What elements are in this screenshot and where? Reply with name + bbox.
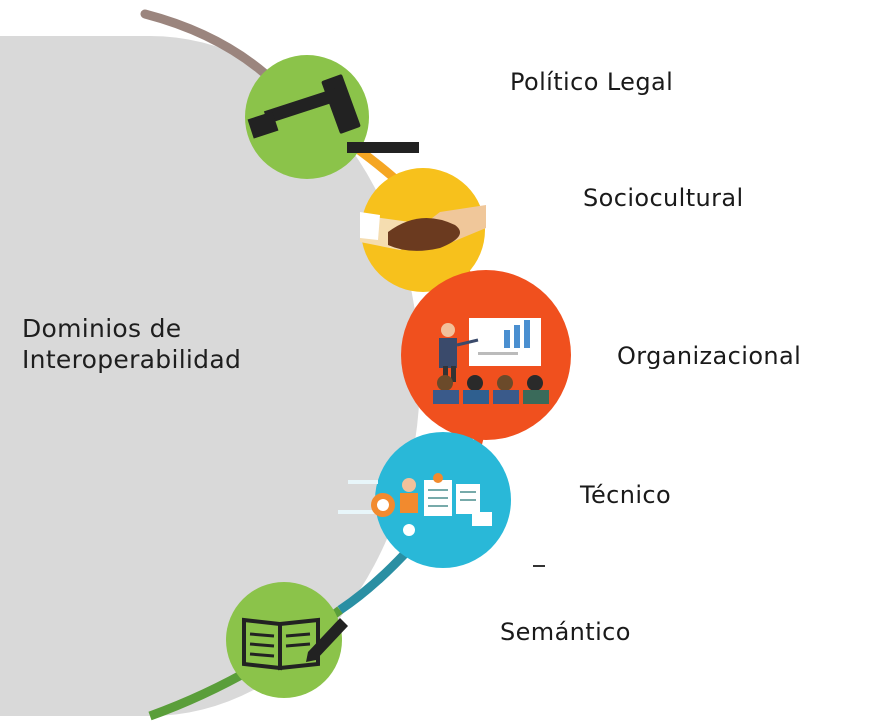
domain-label-organizacional: Organizacional [617, 342, 802, 370]
book-pen-icon [226, 582, 348, 698]
gavel-icon [245, 55, 419, 179]
tech-workflow-icon [338, 432, 511, 568]
handshake-icon [360, 168, 486, 292]
domain-label-tecnico: Técnico [580, 481, 672, 509]
domain-label-politico-legal: Político Legal [510, 68, 674, 96]
dash-mark [533, 565, 545, 567]
presentation-icon [401, 270, 571, 440]
center-title-line-2: Interoperabilidad [22, 345, 242, 374]
domain-label-sociocultural: Sociocultural [583, 184, 744, 212]
center-title: Dominios de Interoperabilidad [22, 313, 241, 375]
center-title-line-1: Dominios de [22, 314, 182, 343]
domain-label-semantico: Semántico [500, 618, 631, 646]
center-circle [0, 36, 420, 716]
